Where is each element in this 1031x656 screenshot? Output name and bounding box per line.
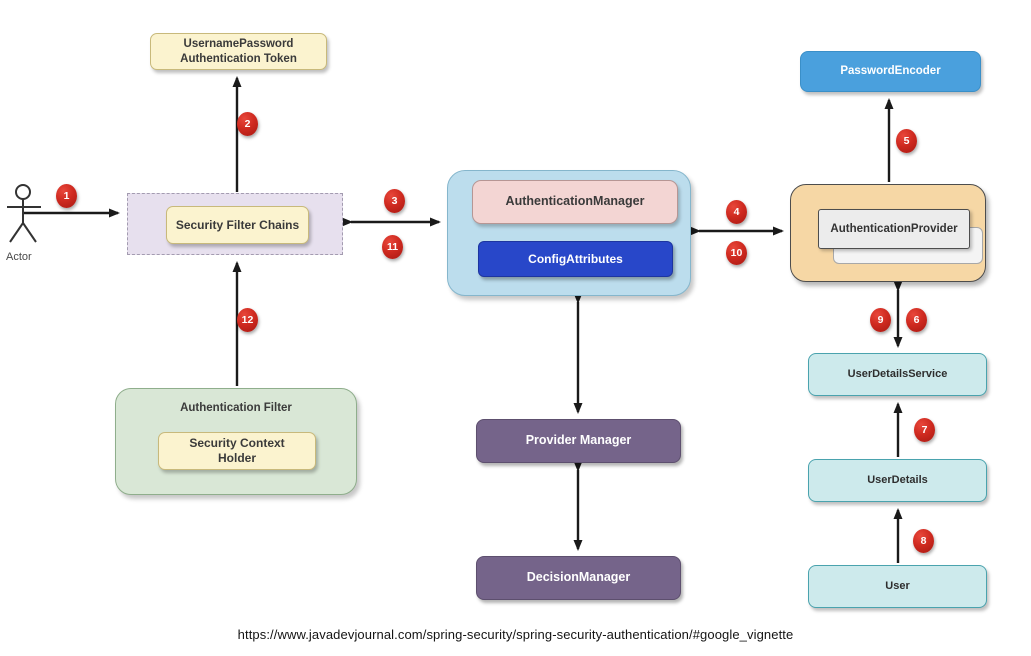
step-badge-9: 9	[870, 308, 891, 332]
label-authentication-filter: Authentication Filter	[180, 402, 292, 414]
step-badge-11: 11	[382, 235, 403, 259]
step-badge-4: 4	[726, 200, 747, 224]
step-badge-10: 10	[726, 241, 747, 265]
step-badge-1: 1	[56, 184, 77, 208]
box-authentication-provider: AuthenticationProvider	[818, 209, 970, 249]
step-badge-8: 8	[913, 529, 934, 553]
actor: Actor	[2, 183, 48, 263]
step-badge-7: 7	[914, 418, 935, 442]
box-config-attributes: ConfigAttributes	[478, 241, 673, 277]
step-badge-6: 6	[906, 308, 927, 332]
box-decision-manager: DecisionManager	[476, 556, 681, 600]
box-security-context-holder: Security Context Holder	[158, 432, 316, 470]
actor-label: Actor	[6, 251, 32, 263]
box-security-filter-chains: Security Filter Chains	[166, 206, 309, 244]
box-user-details-service: UserDetailsService	[808, 353, 987, 396]
actor-icon	[7, 184, 41, 243]
container-authentication-provider: AuthenticationProvider	[790, 184, 986, 282]
container-security-filter-chains: Security Filter Chains	[127, 193, 343, 255]
box-authentication-manager: AuthenticationManager	[472, 180, 678, 224]
step-badge-3: 3	[384, 189, 405, 213]
box-user-details: UserDetails	[808, 459, 987, 502]
step-badge-2: 2	[237, 112, 258, 136]
container-authentication-filter: Authentication Filter Security Context H…	[115, 388, 357, 495]
box-provider-manager: Provider Manager	[476, 419, 681, 463]
box-user: User	[808, 565, 987, 608]
step-badge-5: 5	[896, 129, 917, 153]
step-badge-12: 12	[237, 308, 258, 332]
box-username-password-token: UsernamePassword Authentication Token	[150, 33, 327, 70]
container-authentication-manager: AuthenticationManager ConfigAttributes	[447, 170, 691, 296]
source-url: https://www.javadevjournal.com/spring-se…	[237, 627, 794, 642]
box-password-encoder: PasswordEncoder	[800, 51, 981, 92]
